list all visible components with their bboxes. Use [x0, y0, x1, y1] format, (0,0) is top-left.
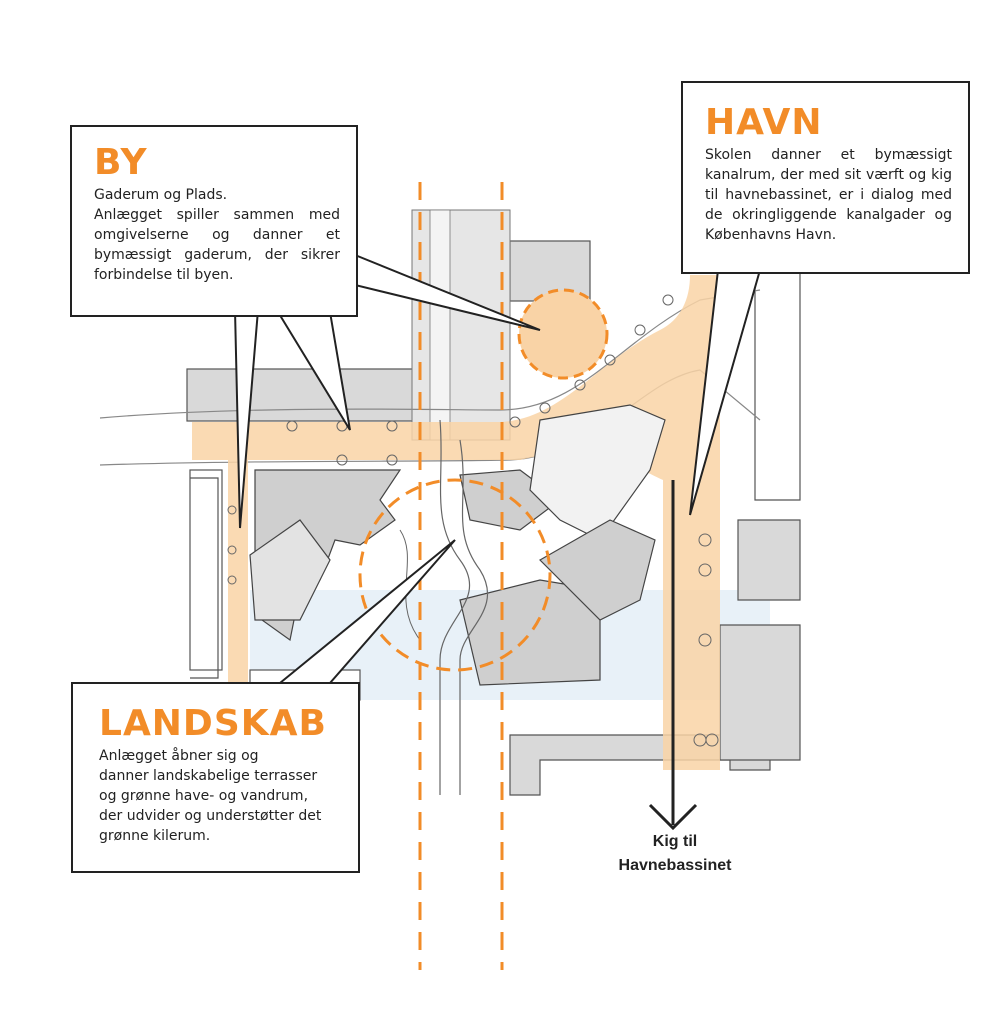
callout-havn: HAVN Skolen danner et bymæssigt kanalrum…: [681, 81, 970, 274]
by-zone-strip: [228, 460, 248, 685]
street-trees: [227, 294, 719, 747]
callout-by-title: BY: [94, 142, 148, 183]
callout-havn-title: HAVN: [705, 102, 823, 143]
by-zone-street: [192, 275, 720, 770]
plaza-circle: [517, 288, 609, 380]
north-road-lane: [429, 209, 451, 441]
callout-by: BY Gaderum og Plads. Anlægget spiller sa…: [70, 125, 358, 317]
callout-by-text: Gaderum og Plads. Anlægget spiller samme…: [94, 187, 340, 283]
view-label: Kig til Havnebassinet: [618, 833, 732, 874]
school-buildings: [249, 404, 666, 686]
callout-landskab: LANDSKAB Anlægget åbner sig og danner la…: [71, 682, 360, 873]
view-arrowhead-icon: [648, 803, 698, 831]
landscape-path: [439, 419, 489, 795]
callout-pointers: [233, 253, 762, 684]
callout-landskab-text: Anlægget åbner sig og danner landskabeli…: [99, 748, 322, 844]
callout-havn-text: Skolen danner et bymæssigt kanalrum, der…: [705, 147, 952, 243]
north-road: [411, 209, 511, 441]
landscape-circle: [358, 478, 552, 672]
callout-landskab-title: LANDSKAB: [99, 703, 327, 744]
curved-street: [99, 289, 761, 419]
